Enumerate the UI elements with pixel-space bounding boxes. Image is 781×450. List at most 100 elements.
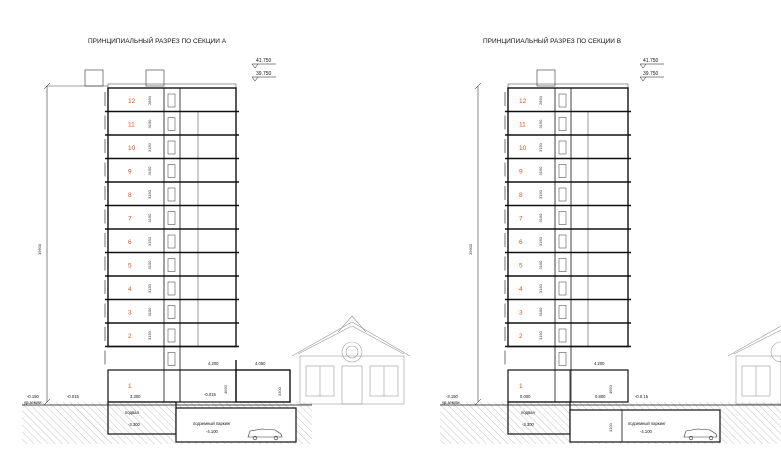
door-icon (558, 187, 567, 202)
elev-top-b: 41.750 (643, 58, 659, 64)
floor-number: 6 (128, 239, 132, 246)
floor-height-label: 2850 (147, 95, 152, 105)
floor-height-label: 3150 (538, 189, 543, 199)
door-icon (167, 164, 176, 178)
roof-box-2-a (145, 69, 165, 87)
ground-label-b: ур.земли (442, 400, 460, 405)
car-icon (683, 428, 718, 441)
floor-number: 1 (128, 383, 132, 390)
basement-label-a: подвал (125, 410, 139, 415)
roof-box-1-a (84, 69, 104, 87)
elev-podium2-a: 4.050 (255, 361, 266, 366)
door-icon (167, 211, 176, 225)
elev-left-ground-a: -0.150 (27, 394, 40, 399)
door-icon (558, 258, 567, 272)
elev-roof-a: 39.750 (256, 71, 272, 77)
door-icon (558, 281, 567, 296)
elev-basement-a: -3.300 (128, 422, 141, 427)
floor-number: 5 (128, 263, 132, 270)
elev-parking-a: -4.100 (206, 429, 219, 434)
elev-first-a: 3.300 (130, 394, 141, 399)
floor-height-label: 3150 (538, 283, 543, 293)
floor-heights-b: 2850 3150 3150 3150 3150 3150 3150 3150 3150 3150… (538, 95, 543, 340)
first-height-a: 4650 (223, 384, 228, 394)
elev-parking-b: -4.100 (640, 429, 653, 434)
door-icon (167, 352, 176, 366)
door-icon (167, 281, 176, 296)
elev-podium-b: 4.200 (594, 361, 605, 366)
door-icon (558, 234, 567, 249)
floor-number: 7 (519, 216, 523, 223)
door-icon (558, 305, 567, 319)
ramp-height-b: 4100 (608, 422, 613, 432)
elev-podium-a: 4.200 (208, 361, 219, 366)
floor-number: 3 (519, 310, 523, 317)
door-icon (167, 117, 176, 131)
floor-heights-a: 2850 3150 3150 3150 3150 3150 3150 3150 3150 3150… (147, 95, 152, 340)
floor-height-label: 3150 (147, 166, 152, 176)
floor-number: 4 (128, 286, 132, 293)
car-icon (247, 428, 283, 441)
section-a-title: ПРИНЦИПИАЛЬНЫЙ РАЗРЕЗ ПО СЕКЦИИ А (88, 36, 227, 45)
elev-ground2-a: -0.015 (67, 394, 80, 399)
floor-number: 12 (519, 98, 527, 105)
basement-label-b: подвал (521, 410, 535, 415)
dim-total-b: 39600 (468, 243, 473, 255)
floor-height-label: 3150 (538, 330, 543, 340)
door-icon (167, 140, 176, 155)
floor-number: 2 (128, 333, 132, 340)
floor-height-label: 3150 (538, 166, 543, 176)
floor-number: 9 (519, 169, 523, 176)
elev-top-a: 41.750 (256, 58, 272, 64)
floor-height-label: 3150 (538, 260, 543, 270)
parking-label-a: подземный паркинг (193, 421, 231, 426)
floor-height-label: 3150 (147, 213, 152, 223)
pavilion-building-partial (727, 325, 781, 405)
podium-a (235, 369, 291, 403)
floor-height-label: 3150 (147, 330, 152, 340)
ground-label-a: ур.земли (24, 400, 42, 405)
floor-height-label: 3150 (147, 260, 152, 270)
floor-number: 9 (128, 169, 132, 176)
floor-number: 6 (519, 239, 523, 246)
floor-number: 10 (519, 145, 527, 152)
pavilion-building (291, 315, 411, 405)
elev-roof-b: 39.750 (643, 71, 659, 77)
floor-number: 8 (519, 192, 523, 199)
door-icon (167, 93, 176, 108)
floor-height-label: 3150 (147, 189, 152, 199)
floor-height-label: 3150 (538, 119, 543, 129)
elev-basement-b: -3.300 (522, 422, 535, 427)
section-b: ПРИНЦИПИАЛЬНЫЙ РАЗРЕЗ ПО СЕКЦИИ В 39600 … (440, 36, 781, 444)
floor-height-label: 3150 (538, 213, 543, 223)
floor-number: 2 (519, 333, 523, 340)
door-icon (558, 117, 567, 131)
floor-height-label: 2850 (538, 95, 543, 105)
floor-number: 11 (128, 122, 135, 129)
floor-height-label: 3150 (538, 307, 543, 317)
floor-number: 4 (519, 286, 523, 293)
door-icon (167, 187, 176, 202)
door-icon (558, 352, 567, 366)
floor-number: 3 (128, 310, 132, 317)
door-icon (167, 258, 176, 272)
floor-height-label: 3150 (147, 119, 152, 129)
parking-b (569, 409, 721, 443)
floor-height-label: 3150 (147, 283, 152, 293)
floor-height-label: 3150 (147, 142, 152, 152)
elev-ramp-b: -0.0.15 (635, 394, 649, 399)
section-a: ПРИНЦИПИАЛЬНЫЙ РАЗРЕЗ ПО СЕКЦИИ А 39600 … (22, 36, 411, 444)
elev-mid-b: 0.800 (595, 394, 606, 399)
floor-number: 11 (519, 122, 526, 129)
door-icon (167, 328, 176, 343)
section-b-title: ПРИНЦИПИАЛЬНЫЙ РАЗРЕЗ ПО СЕКЦИИ В (483, 36, 621, 45)
floor-number: 1 (519, 383, 523, 390)
floor-height-label: 3150 (538, 142, 543, 152)
door-icon (558, 93, 567, 108)
floor-height-label: 3150 (147, 307, 152, 317)
floor-number: 7 (128, 216, 132, 223)
tower-outline (507, 87, 629, 348)
